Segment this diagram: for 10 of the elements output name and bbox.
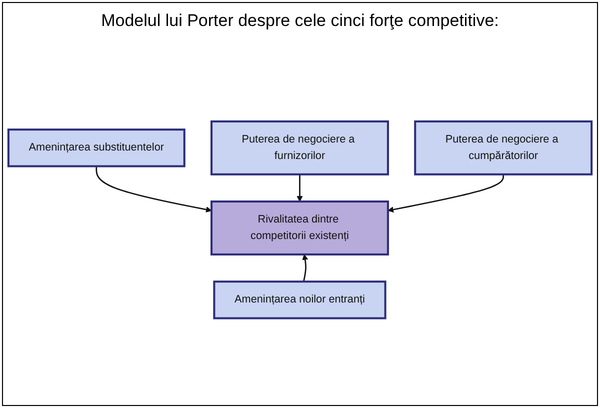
node-box: Puterea de negociere a furnizorilor [210, 120, 389, 176]
arrow [296, 174, 303, 202]
node-box: Amenințarea noilor entranți [213, 280, 386, 320]
arrow [302, 254, 308, 282]
diagram-title: Modelul lui Porter despre cele cinci forţe competitive: [101, 11, 499, 31]
node-box: Puterea de negociere a cumpărătorilor [414, 120, 593, 176]
arrow [96, 166, 212, 213]
node-box: Amenințarea substituentelor [7, 128, 186, 168]
arrow [388, 174, 504, 213]
node-box: Rivalitatea dintre competitorii existenți [210, 200, 389, 256]
